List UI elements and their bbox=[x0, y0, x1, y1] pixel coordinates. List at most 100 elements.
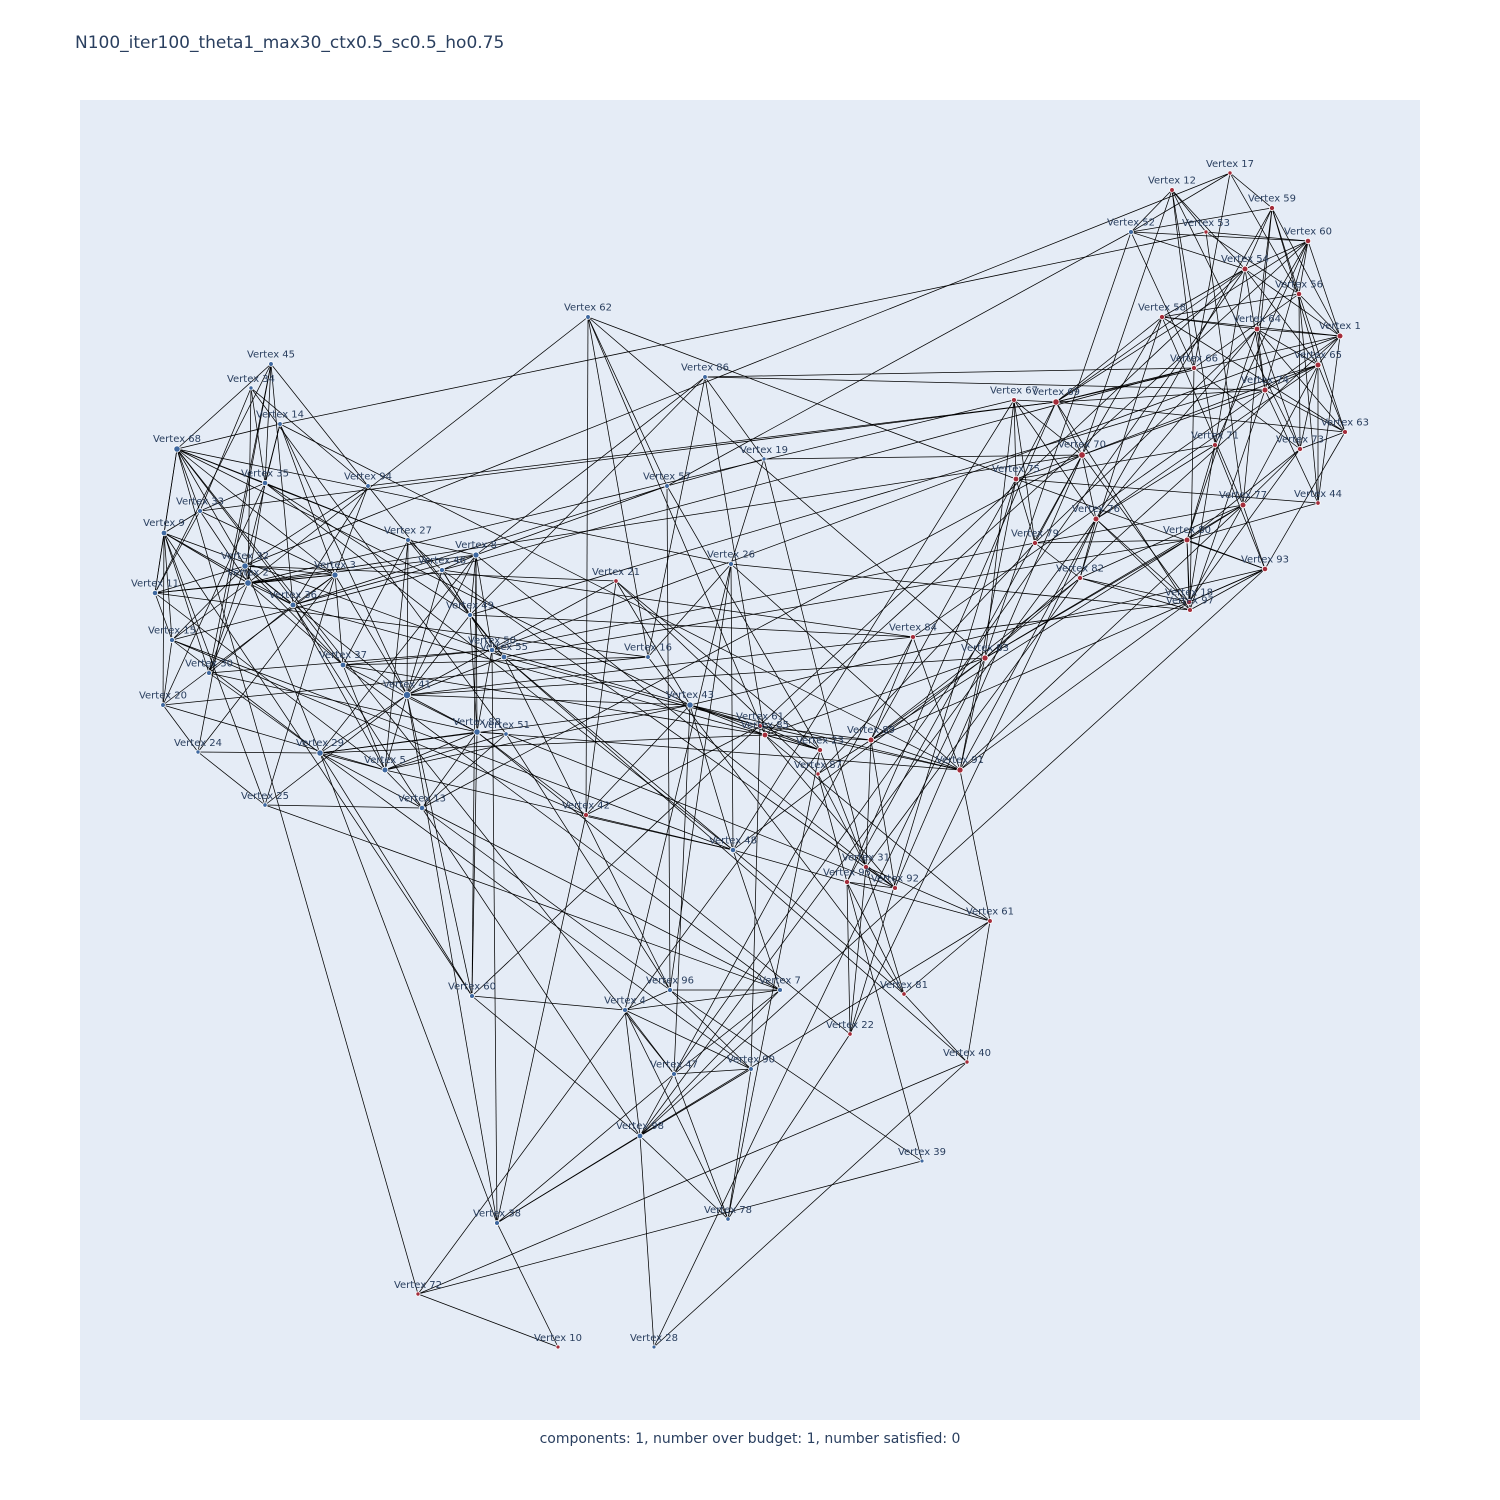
node-marker[interactable] bbox=[289, 601, 297, 609]
graph-node[interactable]: Vertex 79 bbox=[1011, 528, 1059, 546]
node-marker[interactable] bbox=[1253, 325, 1261, 333]
graph-node[interactable]: Vertex 62 bbox=[564, 303, 612, 320]
graph-node[interactable]: Vertex 56 bbox=[1275, 279, 1323, 298]
node-marker[interactable] bbox=[910, 634, 916, 640]
graph-node[interactable]: Vertex 92 bbox=[871, 874, 919, 891]
graph-node[interactable]: Vertex 84 bbox=[889, 623, 937, 640]
graph-node[interactable]: Vertex 17 bbox=[1206, 159, 1254, 176]
graph-node[interactable]: Vertex 13 bbox=[398, 793, 446, 812]
node-marker[interactable] bbox=[1314, 361, 1322, 369]
graph-node[interactable]: Vertex 8 bbox=[455, 540, 497, 559]
graph-node[interactable]: Vertex 18 bbox=[1165, 587, 1213, 606]
graph-node[interactable]: Vertex 76 bbox=[1072, 504, 1120, 523]
graph-node[interactable]: Vertex 37 bbox=[319, 650, 367, 669]
node-marker[interactable] bbox=[418, 804, 426, 812]
node-marker[interactable] bbox=[261, 479, 269, 487]
node-marker[interactable] bbox=[1185, 598, 1193, 606]
node-marker[interactable] bbox=[981, 654, 989, 662]
graph-node[interactable]: Vertex 86 bbox=[681, 363, 729, 380]
graph-node[interactable]: Vertex 75 bbox=[992, 464, 1040, 483]
graph-node[interactable]: Vertex 93 bbox=[1241, 554, 1289, 573]
node-marker[interactable] bbox=[1269, 205, 1275, 211]
node-marker[interactable] bbox=[964, 1059, 970, 1065]
node-marker[interactable] bbox=[405, 537, 411, 543]
node-marker[interactable] bbox=[729, 846, 737, 854]
node-marker[interactable] bbox=[1012, 475, 1020, 483]
graph-node[interactable]: Vertex 59 bbox=[1248, 193, 1296, 211]
graph-node[interactable]: Vertex 57 bbox=[643, 472, 691, 489]
graph-node[interactable]: Vertex 19 bbox=[740, 445, 788, 462]
node-marker[interactable] bbox=[197, 508, 203, 514]
node-marker[interactable] bbox=[1052, 398, 1060, 406]
graph-node[interactable]: Vertex 53 bbox=[1182, 218, 1230, 235]
graph-node[interactable]: Vertex 89 bbox=[847, 725, 895, 744]
node-marker[interactable] bbox=[1241, 265, 1249, 273]
node-marker[interactable] bbox=[1261, 565, 1269, 573]
graph-node[interactable]: Vertex 30 bbox=[185, 659, 233, 676]
graph-node[interactable]: Vertex 71 bbox=[1191, 431, 1239, 448]
node-marker[interactable] bbox=[244, 579, 252, 587]
node-marker[interactable] bbox=[268, 361, 274, 367]
graph-node[interactable]: Vertex 60 bbox=[448, 982, 496, 999]
node-marker[interactable] bbox=[667, 987, 673, 993]
node-marker[interactable] bbox=[469, 993, 475, 999]
graph-node[interactable]: Vertex 39 bbox=[898, 1147, 946, 1164]
node-marker[interactable] bbox=[919, 1158, 925, 1164]
node-marker[interactable] bbox=[500, 653, 508, 661]
node-marker[interactable] bbox=[956, 766, 964, 774]
graph-node[interactable]: Vertex 22 bbox=[826, 1020, 874, 1037]
node-marker[interactable] bbox=[686, 701, 694, 709]
graph-node[interactable]: Vertex 64 bbox=[1233, 314, 1281, 333]
graph-node[interactable]: Vertex 63 bbox=[1321, 418, 1369, 435]
node-marker[interactable] bbox=[365, 483, 371, 489]
node-marker[interactable] bbox=[555, 1344, 561, 1350]
node-marker[interactable] bbox=[1011, 397, 1017, 403]
node-marker[interactable] bbox=[1077, 575, 1083, 581]
node-marker[interactable] bbox=[651, 1344, 657, 1350]
node-marker[interactable] bbox=[1342, 429, 1348, 435]
node-marker[interactable] bbox=[1315, 500, 1321, 506]
node-marker[interactable] bbox=[169, 637, 175, 643]
node-marker[interactable] bbox=[1304, 237, 1312, 245]
node-marker[interactable] bbox=[702, 374, 708, 380]
graph-node[interactable]: Vertex 43 bbox=[666, 690, 714, 709]
graph-node[interactable]: Vertex 87 bbox=[794, 760, 842, 777]
node-marker[interactable] bbox=[817, 747, 823, 753]
node-marker[interactable] bbox=[1261, 386, 1269, 394]
node-marker[interactable] bbox=[339, 661, 347, 669]
node-marker[interactable] bbox=[671, 1071, 677, 1077]
node-marker[interactable] bbox=[613, 578, 619, 584]
graph-node[interactable]: Vertex 67 bbox=[990, 386, 1038, 403]
graph-node[interactable]: Vertex 74 bbox=[1241, 375, 1289, 394]
node-marker[interactable] bbox=[725, 1216, 731, 1222]
graph-node[interactable]: Vertex 15 bbox=[148, 625, 196, 643]
node-marker[interactable] bbox=[1128, 229, 1134, 235]
node-marker[interactable] bbox=[757, 723, 763, 729]
graph-node[interactable]: Vertex 28 bbox=[630, 1333, 678, 1350]
node-marker[interactable] bbox=[761, 731, 769, 739]
node-marker[interactable] bbox=[160, 529, 168, 537]
graph-node[interactable]: Vertex 2 bbox=[227, 568, 269, 587]
node-marker[interactable] bbox=[262, 802, 268, 808]
graph-node[interactable]: Vertex 7 bbox=[759, 976, 801, 993]
node-marker[interactable] bbox=[1078, 451, 1086, 459]
graph-node[interactable]: Vertex 70 bbox=[1058, 440, 1106, 459]
node-marker[interactable] bbox=[761, 456, 767, 462]
graph-node[interactable]: Vertex 66 bbox=[1170, 353, 1218, 371]
graph-node[interactable]: Vertex 16 bbox=[624, 643, 672, 660]
node-marker[interactable] bbox=[664, 483, 670, 489]
node-marker[interactable] bbox=[815, 771, 821, 777]
graph-node[interactable]: Vertex 46 bbox=[418, 555, 466, 573]
node-marker[interactable] bbox=[160, 702, 166, 708]
node-marker[interactable] bbox=[748, 1066, 754, 1072]
graph-node[interactable]: Vertex 78 bbox=[704, 1205, 752, 1222]
graph-node[interactable]: Vertex 35 bbox=[241, 468, 289, 487]
graph-node[interactable]: Vertex 38 bbox=[473, 1209, 521, 1226]
node-marker[interactable] bbox=[488, 646, 496, 654]
graph-node[interactable]: Vertex 49 bbox=[446, 600, 494, 618]
graph-node[interactable]: Vertex 4 bbox=[604, 996, 646, 1013]
node-marker[interactable] bbox=[1183, 536, 1191, 544]
graph-node[interactable]: Vertex 33 bbox=[176, 497, 224, 514]
graph-node[interactable]: Vertex 32 bbox=[221, 551, 269, 570]
graph-node[interactable]: Vertex 50 bbox=[468, 635, 516, 654]
